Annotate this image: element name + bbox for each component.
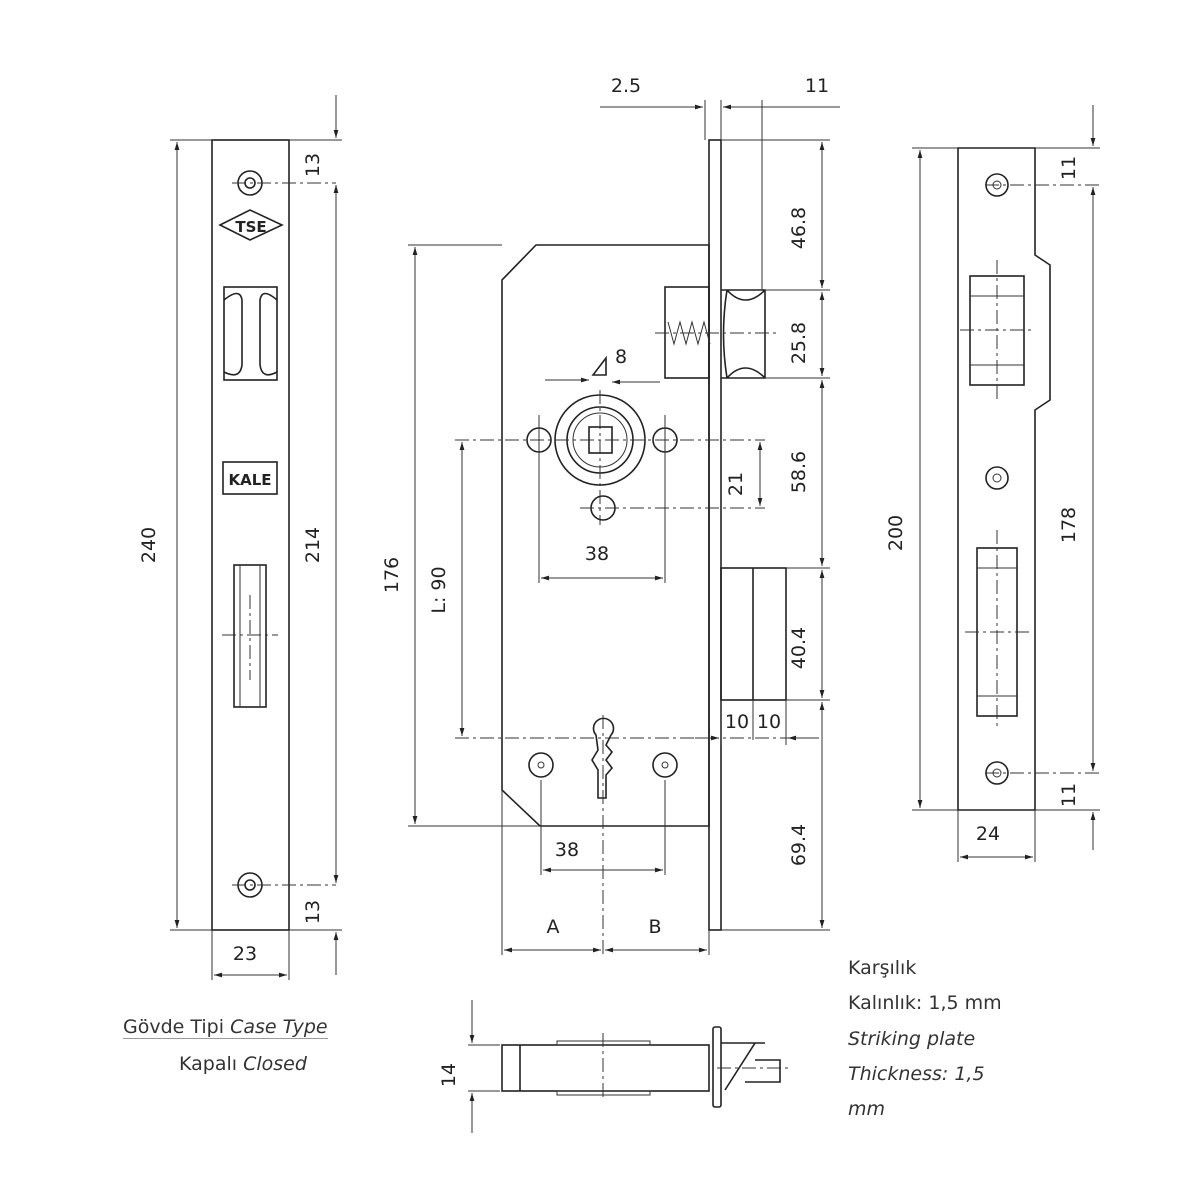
svg-text:14: 14 [438, 1063, 460, 1087]
svg-text:11: 11 [1058, 783, 1080, 807]
svg-text:176: 176 [381, 557, 403, 593]
svg-text:TSE: TSE [235, 218, 266, 236]
kale-logo: KALE [222, 461, 278, 495]
svg-text:38: 38 [585, 543, 609, 565]
latch-cutout [223, 286, 278, 381]
case-value-en: Closed [243, 1053, 307, 1075]
svg-text:11: 11 [1058, 156, 1080, 180]
square-spindle-icon [591, 355, 607, 376]
bolt-cutout [233, 564, 267, 708]
strike-note-thickness-tr: Kalınlık: 1,5 mm [848, 992, 1002, 1014]
svg-text:KALE: KALE [228, 471, 271, 489]
svg-text:2.5: 2.5 [611, 75, 641, 97]
case-type-value: Kapalı Closed [179, 1053, 307, 1075]
svg-text:10: 10 [757, 711, 781, 733]
faceplate-front-view: TSE KALE 240 214 13 13 23 [138, 95, 342, 980]
svg-text:40.4: 40.4 [788, 627, 810, 669]
svg-text:L: 90: L: 90 [428, 566, 450, 613]
svg-text:10: 10 [725, 711, 749, 733]
strike-note-unit: mm [848, 1098, 886, 1120]
svg-text:240: 240 [138, 527, 160, 563]
svg-text:21: 21 [725, 472, 747, 496]
keyhole [455, 715, 820, 955]
strike-plate-view: 200 178 11 11 24 [885, 105, 1100, 862]
svg-text:B: B [648, 916, 661, 938]
svg-text:58.6: 58.6 [788, 451, 810, 493]
svg-text:11: 11 [805, 75, 829, 97]
svg-text:200: 200 [885, 515, 907, 551]
svg-text:13: 13 [302, 900, 324, 924]
tse-logo: TSE [218, 209, 284, 241]
strike-note-title: Karşılık [848, 957, 917, 979]
svg-text:178: 178 [1058, 507, 1080, 543]
svg-text:214: 214 [302, 527, 324, 563]
case-type-en: Case Type [230, 1016, 328, 1038]
svg-text:46.8: 46.8 [788, 207, 810, 249]
svg-text:8: 8 [615, 346, 627, 368]
svg-text:24: 24 [976, 823, 1000, 845]
follower: 8 [455, 346, 765, 583]
deadbolt [720, 567, 787, 701]
strike-note-title-en: Striking plate [848, 1028, 976, 1050]
svg-text:13: 13 [302, 153, 324, 177]
svg-text:A: A [547, 916, 560, 938]
strike-note-thickness-en: Thickness: 1,5 [848, 1063, 985, 1085]
case-type-tr: Gövde Tipi [123, 1016, 225, 1038]
faceplate-edge [708, 139, 722, 931]
case-type-label: Gövde Tipi Case Type [123, 1016, 328, 1039]
svg-text:23: 23 [233, 943, 257, 965]
svg-text:69.4: 69.4 [788, 824, 810, 866]
case-value-tr: Kapalı [179, 1053, 238, 1075]
svg-text:38: 38 [555, 839, 579, 861]
svg-text:25.8: 25.8 [788, 322, 810, 364]
lock-top-view: 14 [438, 1000, 790, 1133]
latch [655, 286, 780, 379]
